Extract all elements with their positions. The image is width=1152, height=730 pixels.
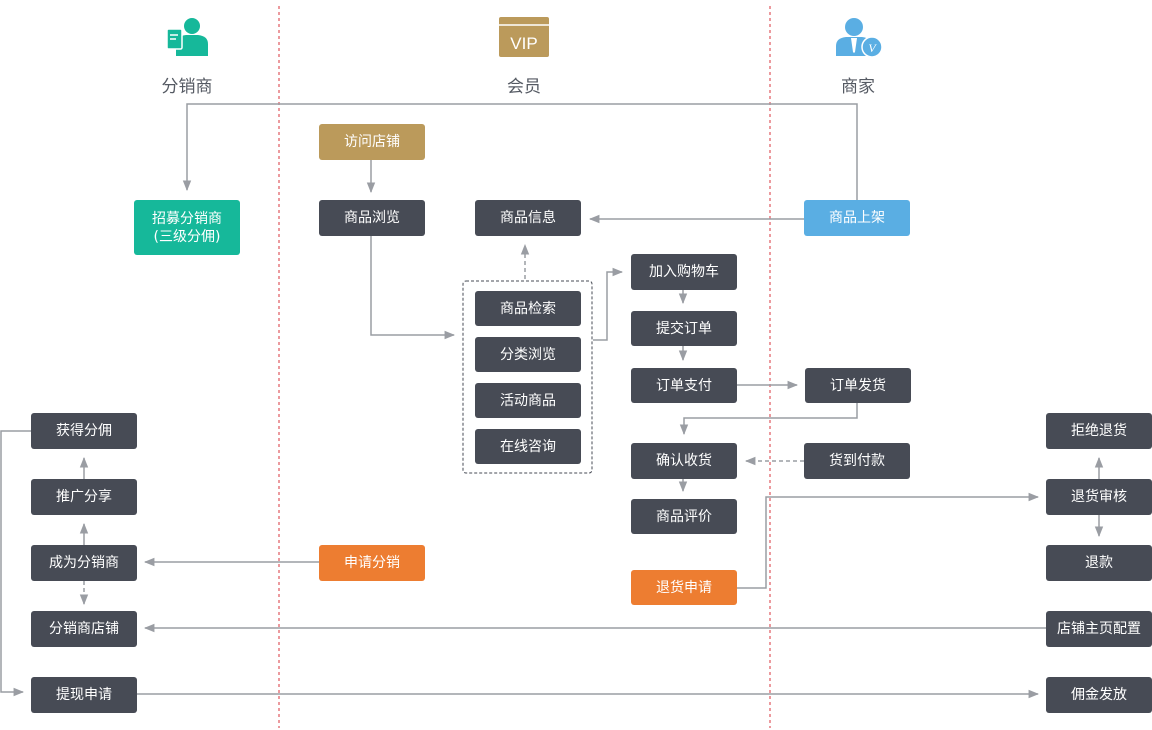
distributor-person-icon xyxy=(166,16,210,58)
node-product-search[interactable]: 商品检索 xyxy=(475,291,581,326)
node-recruit-line1: 招募分销商 xyxy=(152,210,222,227)
node-recruit-distributor[interactable]: 招募分销商 (三级分佣) xyxy=(134,200,240,255)
node-return-request[interactable]: 退货申请 xyxy=(631,570,737,605)
node-distributor-store[interactable]: 分销商店铺 xyxy=(31,611,137,647)
node-category-browse[interactable]: 分类浏览 xyxy=(475,337,581,372)
node-visit-store[interactable]: 访问店铺 xyxy=(319,124,425,160)
vip-icon-text: VIP xyxy=(510,34,537,53)
node-promo-products[interactable]: 活动商品 xyxy=(475,383,581,418)
connector-merchant-to-recruit xyxy=(182,103,858,200)
column-title-merchant: 商家 xyxy=(841,77,875,97)
connector-commission-to-withdraw xyxy=(0,430,31,697)
node-reject-return[interactable]: 拒绝退货 xyxy=(1046,413,1152,449)
column-title-member: 会员 xyxy=(507,77,541,97)
node-product-info[interactable]: 商品信息 xyxy=(475,200,581,236)
node-apply-distribution[interactable]: 申请分销 xyxy=(319,545,425,581)
node-withdraw-request[interactable]: 提现申请 xyxy=(31,677,137,713)
node-promote-share[interactable]: 推广分享 xyxy=(31,479,137,515)
connector-return-to-review xyxy=(737,492,1040,589)
node-get-commission[interactable]: 获得分佣 xyxy=(31,413,137,449)
node-refund[interactable]: 退款 xyxy=(1046,545,1152,581)
node-commission-payout[interactable]: 佣金发放 xyxy=(1046,677,1152,713)
node-product-browse[interactable]: 商品浏览 xyxy=(319,200,425,236)
node-return-review[interactable]: 退货审核 xyxy=(1046,479,1152,515)
node-product-listing[interactable]: 商品上架 xyxy=(804,200,910,236)
node-product-review[interactable]: 商品评价 xyxy=(631,499,737,534)
node-order-shipping[interactable]: 订单发货 xyxy=(805,368,911,403)
connector-group-to-cart xyxy=(593,267,624,341)
search-group-boundary xyxy=(462,280,593,474)
node-recruit-line2: (三级分佣) xyxy=(153,228,221,245)
node-add-to-cart[interactable]: 加入购物车 xyxy=(631,254,737,290)
connector-browse-to-search-group xyxy=(370,236,456,340)
node-submit-order[interactable]: 提交订单 xyxy=(631,311,737,346)
node-online-consult[interactable]: 在线咨询 xyxy=(475,429,581,464)
svg-text:V: V xyxy=(868,41,877,55)
node-cash-on-delivery[interactable]: 货到付款 xyxy=(804,443,910,479)
node-order-payment[interactable]: 订单支付 xyxy=(631,368,737,403)
node-store-homepage-config[interactable]: 店铺主页配置 xyxy=(1046,611,1152,647)
node-become-distributor[interactable]: 成为分销商 xyxy=(31,545,137,581)
column-title-distributor: 分销商 xyxy=(161,77,213,97)
vip-card-icon: VIP xyxy=(498,16,550,58)
connector-ship-to-confirm xyxy=(679,403,858,436)
node-confirm-receipt[interactable]: 确认收货 xyxy=(631,443,737,479)
merchant-person-icon: V xyxy=(834,16,884,58)
